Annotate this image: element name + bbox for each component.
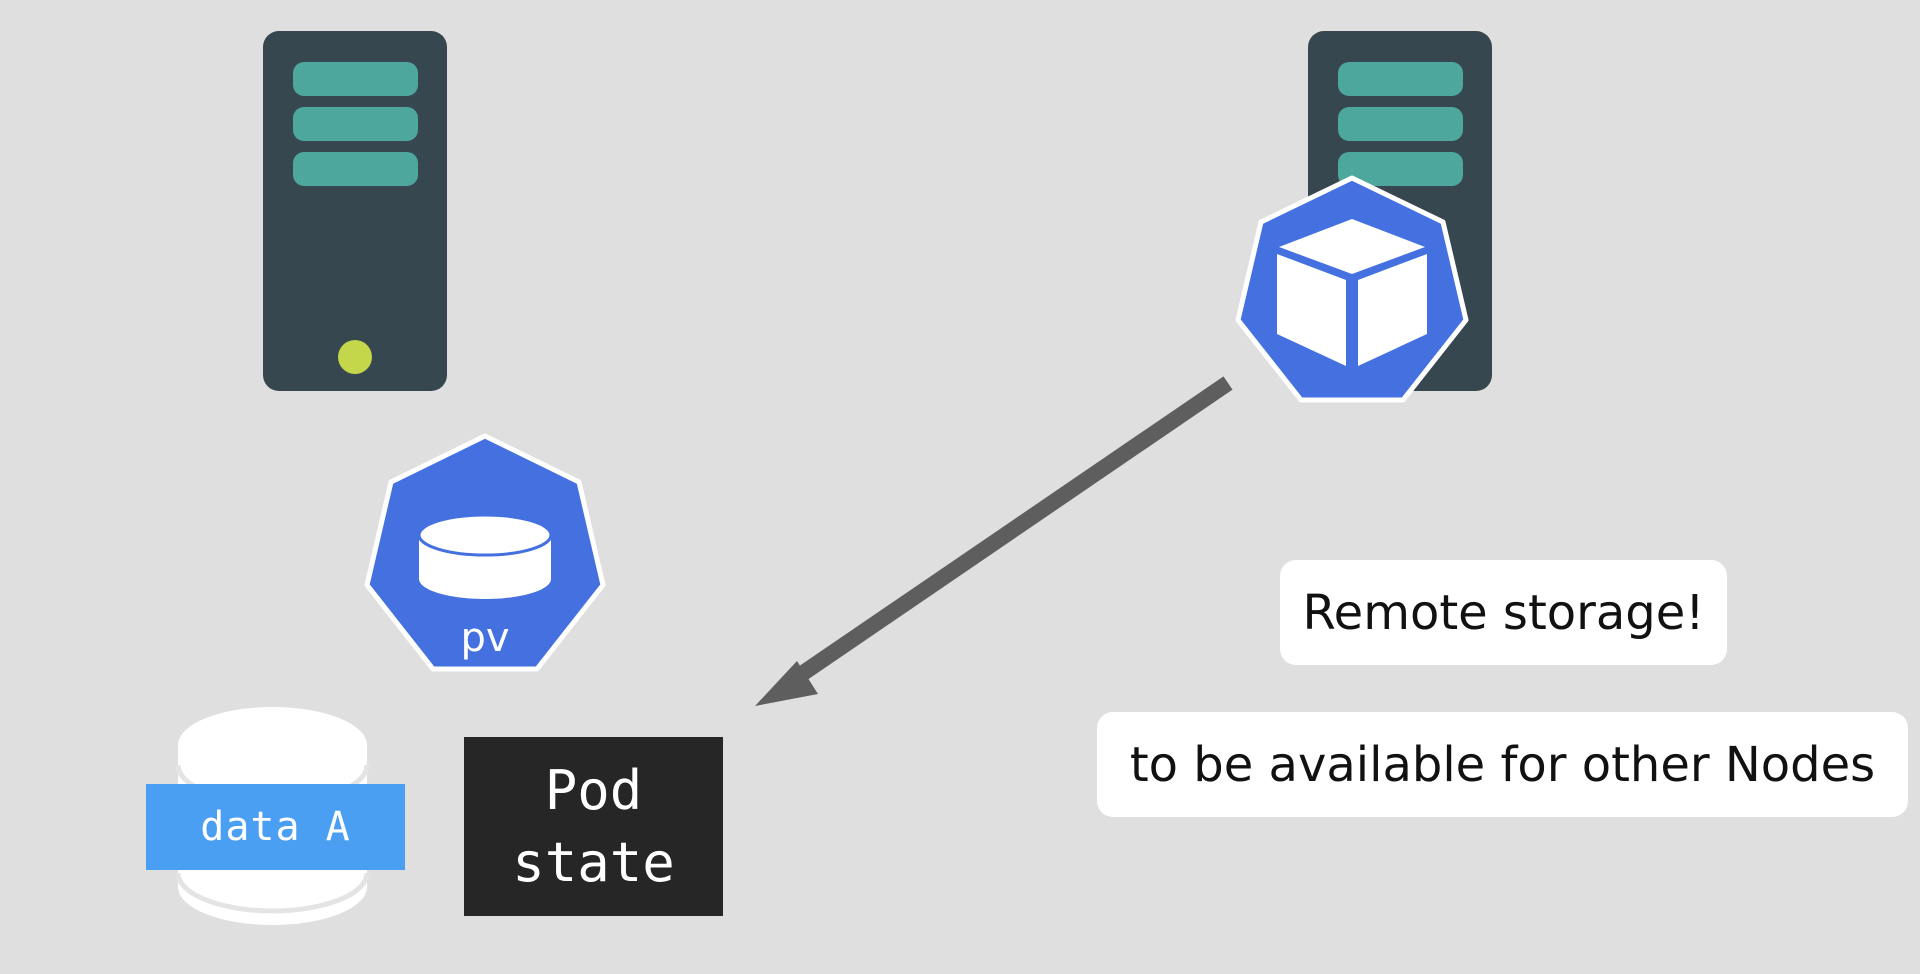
database-icon	[417, 513, 553, 599]
server-slot	[293, 107, 418, 141]
availability-callout: to be available for other Nodes	[1097, 712, 1908, 817]
server-slot	[1338, 107, 1463, 141]
left-server-node	[263, 31, 447, 391]
remote-storage-callout: Remote storage!	[1280, 560, 1727, 665]
server-slot	[293, 62, 418, 96]
pod-cube-icon	[1235, 175, 1469, 403]
pod-state-box: Pod state	[464, 737, 723, 916]
server-power-led	[338, 340, 372, 374]
server-slot	[1338, 62, 1463, 96]
arrow-head	[755, 661, 818, 706]
arrow-shaft	[785, 376, 1233, 689]
pv-icon: pv	[364, 433, 606, 672]
pod-state-line-2: state	[512, 830, 675, 894]
storage-data-label: data A	[146, 784, 405, 870]
server-slot	[293, 152, 418, 186]
pod-state-line-1: Pod	[544, 758, 643, 822]
pv-label: pv	[460, 615, 509, 661]
